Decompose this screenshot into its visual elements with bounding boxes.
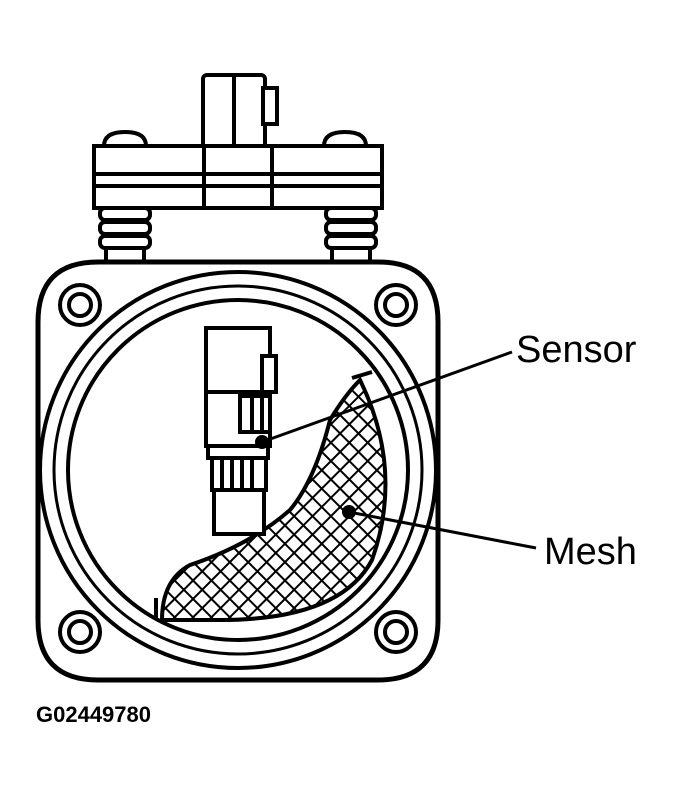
- left-spring: [98, 206, 152, 264]
- sensor-leader: [255, 350, 513, 449]
- mounting-holes: [58, 283, 418, 654]
- mesh-leader: [342, 505, 537, 550]
- mounting-bracket: [92, 129, 384, 210]
- mounting-hole-top-left: [58, 283, 102, 327]
- mounting-hole-top-right: [374, 283, 418, 327]
- electrical-connector: [201, 73, 279, 157]
- sensor-probe: [204, 326, 278, 536]
- sensor-label: Sensor: [516, 329, 637, 371]
- mounting-hole-bottom-right: [374, 610, 418, 654]
- mounting-hole-bottom-left: [58, 610, 102, 654]
- right-spring: [324, 206, 378, 264]
- figure-code: G02449780: [36, 702, 151, 727]
- mesh-label: Mesh: [544, 531, 637, 573]
- mesh-screen: [154, 370, 388, 622]
